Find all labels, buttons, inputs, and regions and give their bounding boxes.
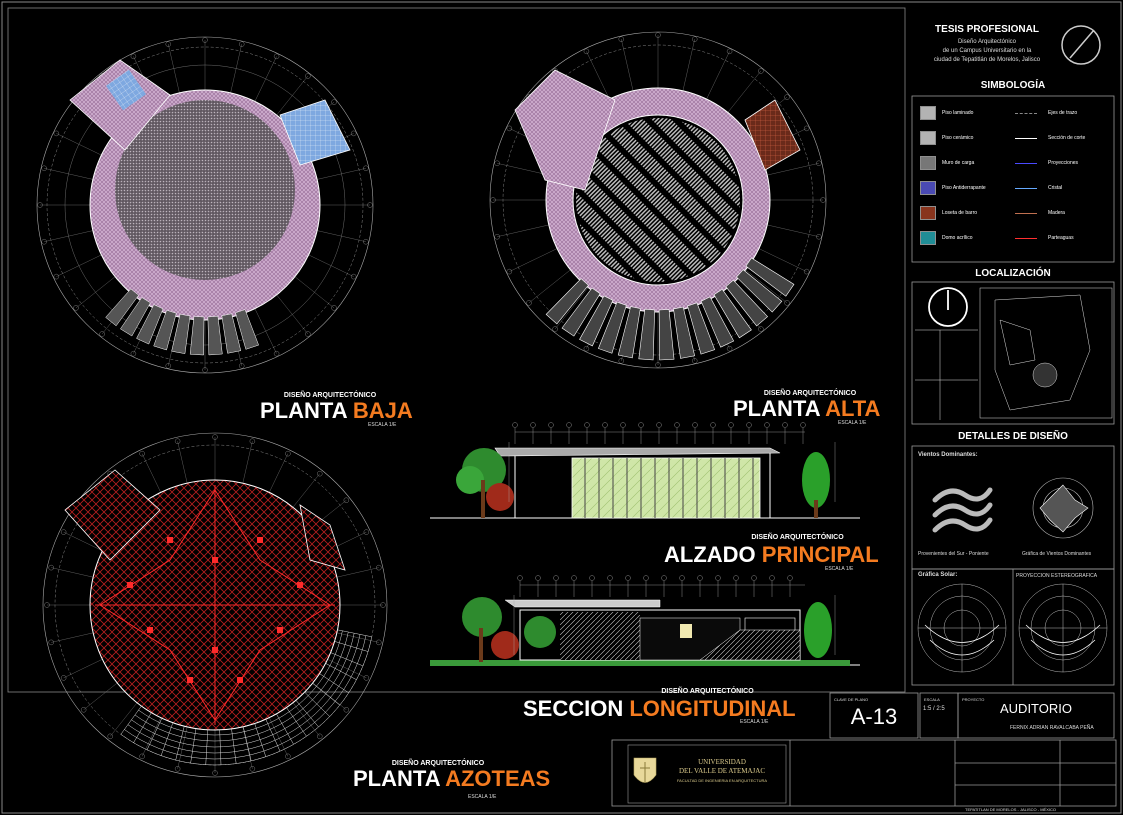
legend-label: Piso laminado <box>942 110 974 116</box>
planta-alta-scale: ESCALA 1/E <box>838 420 867 426</box>
drawing-frame <box>7 7 906 693</box>
north-arrow-icon <box>1061 25 1101 65</box>
legend-line <box>1015 188 1037 189</box>
legend-label: Ejes de trazo <box>1048 110 1078 116</box>
legend-label: Piso Antiderrapante <box>942 185 986 191</box>
legend-label: Sección de corte <box>1048 135 1086 141</box>
legend-label: Loseta de barro <box>942 210 978 216</box>
detalles-title: DETALLES DE DISEÑO <box>958 431 1068 442</box>
planta-alta-title: PLANTA ALTA <box>733 396 880 422</box>
legend-line <box>1015 238 1037 239</box>
simbologia-box <box>911 95 1115 263</box>
solar-label: Gráfica Solar: <box>918 572 958 578</box>
thesis-line-1: Diseño Arquitectónico <box>957 39 1017 45</box>
planta-azoteas-title: PLANTA AZOTEAS <box>353 766 550 792</box>
legend-line <box>1015 113 1037 114</box>
sheet-label: CLAVE DE PLANO <box>834 697 869 702</box>
wind-rose-chart <box>1032 477 1094 539</box>
vientos-caption-right: Gráfica de Vientos Dominantes <box>1022 551 1092 557</box>
thesis-line-3: ciudad de Tepatitlán de Morelos, Jalisco <box>933 57 1041 63</box>
legend-label: Proyecciones <box>1048 160 1079 166</box>
legend-line <box>1015 163 1037 164</box>
alzado-principal-drawing <box>430 422 860 519</box>
legend-label: Cristal <box>1048 185 1063 191</box>
legend-swatch <box>920 106 936 120</box>
author-name: FERNIX ADRIAN RAVALCABA PEÑA <box>1010 725 1094 731</box>
sheet-number-box <box>829 692 919 739</box>
seccion-scale: ESCALA 1/E <box>740 719 769 725</box>
planta-azoteas-drawing <box>42 432 388 778</box>
alzado-title: ALZADO PRINCIPAL <box>664 542 879 568</box>
seccion-longitudinal-drawing <box>430 575 860 666</box>
seccion-highlight: LONGITUDINAL <box>629 696 796 721</box>
planta-alta-pretitle: DISEÑO ARQUITECTÓNICO <box>763 390 857 397</box>
legend-label: Piso cerámico <box>942 135 974 141</box>
localizacion-title: LOCALIZACIÓN <box>975 268 1051 279</box>
legend-swatch <box>920 131 936 145</box>
seccion-main: SECCION <box>523 696 630 721</box>
scale-value: 1:5 / 2:5 <box>923 706 945 712</box>
university-line-2: DEL VALLE DE ATEMAJAC <box>678 767 765 775</box>
thesis-line-2: de un Campus Universitario en la <box>942 48 1032 54</box>
planta-azoteas-pretitle: DISEÑO ARQUITECTÓNICO <box>391 760 485 767</box>
localizacion-box <box>911 281 1115 425</box>
solar-chart-left <box>917 583 1007 673</box>
planta-baja-highlight: BAJA <box>352 398 413 423</box>
alzado-pretitle: DISEÑO ARQUITECTÓNICO <box>751 534 844 541</box>
scale-label: ESCALA <box>924 697 940 702</box>
legend-swatch <box>920 206 936 220</box>
planta-baja-pretitle: DISEÑO ARQUITECTÓNICO <box>283 392 377 399</box>
planta-alta-highlight: ALTA <box>825 396 881 421</box>
legend-label: Madera <box>1048 210 1065 216</box>
simbologia-title: SIMBOLOGÍA <box>980 80 1046 91</box>
wind-direction-icon <box>932 487 993 533</box>
legend-line <box>1015 138 1037 139</box>
seccion-pretitle: DISEÑO ARQUITECTÓNICO <box>661 688 754 695</box>
university-crest-icon <box>627 744 787 804</box>
planta-baja-main: PLANTA <box>260 398 353 423</box>
alzado-main: ALZADO <box>664 542 762 567</box>
legend-line <box>1015 213 1037 214</box>
legend-swatch <box>920 231 936 245</box>
solar-chart-right <box>1018 583 1108 673</box>
legend-label: Muro de carga <box>942 160 975 166</box>
planta-baja-scale: ESCALA 1/E <box>368 422 397 428</box>
alzado-highlight: PRINCIPAL <box>761 542 879 567</box>
location-north-icon <box>928 287 968 327</box>
vientos-label: Vientos Dominantes: <box>918 452 978 458</box>
legend-swatch <box>920 181 936 195</box>
planta-azoteas-highlight: AZOTEAS <box>445 766 551 791</box>
planta-alta-drawing <box>489 31 827 369</box>
location-map <box>915 287 1113 420</box>
alzado-scale: ESCALA 1/E <box>825 566 854 572</box>
project-label: PROYECTO <box>962 697 985 702</box>
planta-alta-main: PLANTA <box>733 396 826 421</box>
planta-baja-title: PLANTA BAJA <box>260 398 413 424</box>
solar-caption: PROYECCION ESTEREOGRAFICA <box>1016 573 1098 579</box>
location-footer: TEPATITLAN DE MORELOS - JALISCO - MÉXICO <box>965 807 1056 812</box>
vientos-caption-left: Provenientes del Sur - Poniente <box>918 551 989 557</box>
university-line-1: UNIVERSIDAD <box>698 758 746 766</box>
project-box <box>957 692 1115 739</box>
planta-azoteas-scale: ESCALA 1/E <box>468 794 497 800</box>
legend-label: Parteaguas <box>1048 235 1074 241</box>
legend-label: Domo acrílico <box>942 235 973 241</box>
sheet-number: A-13 <box>850 704 898 729</box>
legend-swatch <box>920 156 936 170</box>
seccion-title: SECCION LONGITUDINAL <box>523 696 796 722</box>
planta-azoteas-main: PLANTA <box>353 766 446 791</box>
thesis-title: TESIS PROFESIONAL <box>935 24 1039 35</box>
university-line-3: FACULTAD DE INGENIERIA EN ARQUITECTURA <box>676 778 768 783</box>
credits-box <box>611 739 1117 807</box>
planta-baja-drawing <box>36 36 374 374</box>
project-name: AUDITORIO <box>1000 701 1072 716</box>
